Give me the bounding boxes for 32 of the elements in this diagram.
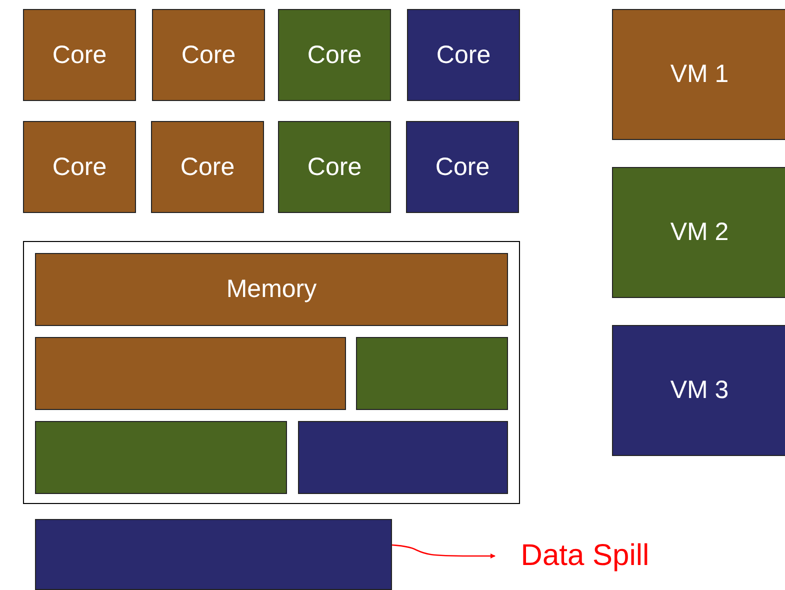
core-box: [23, 121, 136, 213]
core-box: [278, 121, 391, 213]
memory-bar: [35, 253, 508, 326]
core-box: [152, 9, 265, 101]
memory-bar: [35, 421, 287, 494]
vm-box: [612, 9, 785, 140]
box-label: Core: [435, 152, 490, 182]
callout-text: Data Spill: [520, 539, 650, 573]
memory-panel: [23, 241, 520, 504]
memory-bar: [356, 337, 508, 410]
box-label: Core: [307, 152, 362, 182]
arrow: [392, 544, 496, 559]
memory-bar: [35, 519, 392, 590]
box-label: Core: [307, 40, 362, 70]
vm-box: [612, 325, 785, 456]
box-label: Core: [52, 152, 107, 182]
core-box: [278, 9, 391, 101]
vm-box: [612, 167, 785, 298]
memory-bar: [298, 421, 508, 494]
core-box: [407, 9, 520, 101]
box-label: Core: [436, 40, 491, 70]
core-box: [23, 9, 136, 101]
box-label: VM 2: [670, 218, 729, 247]
box-label: Core: [52, 40, 107, 70]
memory-bar: [35, 337, 346, 410]
core-box: [406, 121, 519, 213]
box-label: Memory: [226, 275, 317, 304]
box-label: Core: [181, 40, 236, 70]
core-box: [151, 121, 264, 213]
box-label: VM 3: [670, 376, 729, 405]
box-label: VM 1: [670, 60, 729, 89]
box-label: Core: [180, 152, 235, 182]
